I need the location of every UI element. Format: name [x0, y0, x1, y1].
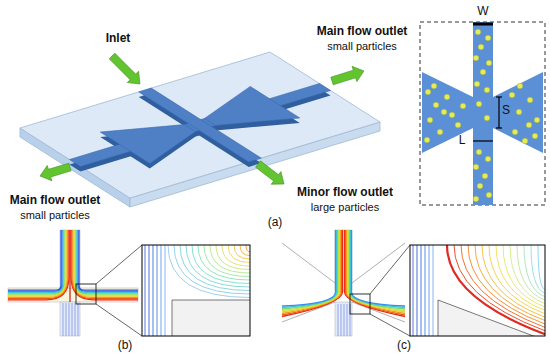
glass-chip — [20, 52, 380, 207]
port-label: Main flow outlet — [10, 194, 101, 208]
port-label: Main flow outlet — [317, 25, 408, 39]
port-label: Minor flow outlet — [297, 186, 393, 200]
particle-note: small particles — [20, 209, 90, 222]
port-label: Inlet — [106, 32, 131, 46]
particle-note: small particles — [327, 40, 397, 53]
panel-label: (c) — [397, 339, 411, 353]
channel — [20, 52, 380, 198]
panel-label: (b) — [118, 339, 133, 353]
flow-arrow — [40, 53, 364, 184]
streamline-plot-b — [8, 230, 252, 340]
dimension-label: W — [477, 5, 488, 19]
streamline-plot-c — [282, 230, 548, 342]
dimension-label: S — [502, 104, 510, 118]
top-view-inset — [420, 22, 545, 205]
panel-label: (a) — [268, 216, 283, 230]
particle-note: large particles — [311, 201, 379, 214]
dimension-label: L — [459, 134, 466, 148]
channel-depth — [20, 57, 380, 203]
